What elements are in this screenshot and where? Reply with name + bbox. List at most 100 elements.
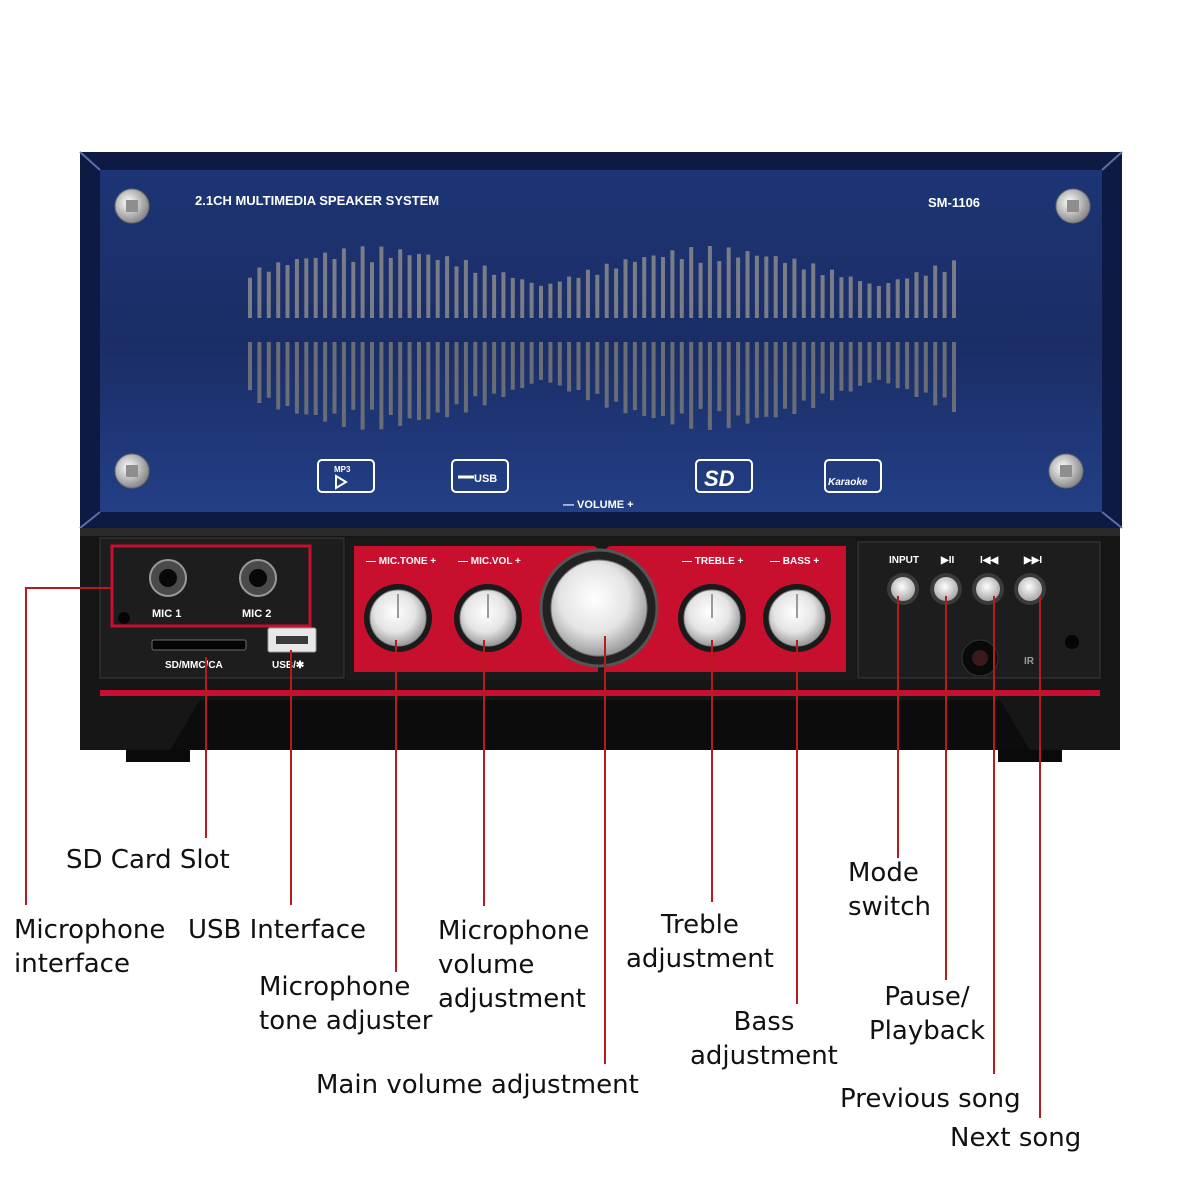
bass-knob[interactable] bbox=[763, 584, 831, 652]
waveform-bar bbox=[454, 266, 459, 318]
play-pause-button[interactable] bbox=[930, 573, 962, 605]
waveform-bar bbox=[604, 263, 609, 318]
waveform-bar bbox=[801, 342, 806, 401]
waveform-bar bbox=[557, 342, 562, 386]
waveform-bar bbox=[783, 262, 787, 318]
waveform-bar bbox=[435, 342, 440, 413]
waveform-bar bbox=[266, 342, 271, 398]
callout-sd-card-slot: SD Card Slot bbox=[66, 845, 230, 875]
previous-button[interactable] bbox=[972, 573, 1004, 605]
svg-text:USB: USB bbox=[474, 473, 497, 485]
mic-volume-knob[interactable] bbox=[454, 584, 522, 652]
waveform-bar bbox=[867, 342, 872, 383]
port-highlight-box bbox=[110, 544, 312, 628]
waveform-bar bbox=[914, 272, 919, 318]
waveform-bar bbox=[623, 342, 628, 414]
waveform-bar bbox=[388, 342, 393, 415]
waveform-bar bbox=[435, 259, 440, 318]
waveform-bar bbox=[294, 259, 299, 318]
waveform-bar bbox=[482, 342, 487, 406]
treble-knob[interactable] bbox=[678, 584, 746, 652]
mic2-jack[interactable] bbox=[239, 559, 277, 597]
mic1-jack[interactable] bbox=[149, 559, 187, 597]
model-number: SM-1106 bbox=[928, 195, 980, 210]
waveform-bar bbox=[398, 249, 403, 318]
waveform-bar bbox=[370, 342, 374, 410]
waveform-bar bbox=[905, 278, 910, 318]
karaoke-icon: Karaoke bbox=[824, 459, 882, 493]
usb-port[interactable] bbox=[267, 627, 317, 653]
waveform-bar bbox=[501, 342, 506, 397]
waveform-bar bbox=[323, 252, 328, 318]
waveform-bar bbox=[604, 342, 609, 408]
waveform-bar bbox=[661, 342, 665, 417]
waveform-bar bbox=[689, 342, 694, 429]
input-label: INPUT bbox=[889, 555, 919, 566]
waveform-bar bbox=[933, 265, 938, 318]
waveform-bar bbox=[839, 342, 844, 391]
waveform-bar bbox=[294, 342, 299, 414]
play-pause-label: ▶II bbox=[940, 555, 954, 566]
waveform-bar bbox=[257, 342, 262, 403]
waveform-bar bbox=[473, 342, 478, 397]
waveform-bar bbox=[285, 342, 290, 406]
waveform-bar bbox=[548, 283, 553, 318]
waveform-bar bbox=[736, 342, 741, 416]
waveform-bar bbox=[407, 342, 412, 419]
waveform-bar bbox=[736, 257, 741, 318]
main-volume-knob[interactable] bbox=[539, 548, 659, 668]
next-button[interactable] bbox=[1014, 573, 1046, 605]
svg-text:SD: SD bbox=[704, 466, 735, 491]
waveform-bar bbox=[661, 257, 665, 318]
callout-mic-volume-adjustment: Microphone volume adjustment bbox=[438, 916, 590, 1014]
sd-slot-label: SD/MMC/CA bbox=[165, 660, 223, 671]
previous-label: I◀◀ bbox=[980, 555, 998, 566]
waveform-bar bbox=[379, 246, 384, 318]
waveform-bar bbox=[510, 277, 515, 318]
waveform-bar bbox=[501, 272, 506, 318]
waveform-bar bbox=[595, 342, 600, 394]
waveform-bar bbox=[642, 342, 647, 417]
screw-icon bbox=[114, 453, 150, 489]
waveform-bar bbox=[679, 259, 684, 318]
screw-icon bbox=[1048, 453, 1084, 489]
waveform-bar bbox=[754, 342, 759, 418]
waveform-bar bbox=[614, 268, 619, 318]
waveform-bar bbox=[792, 342, 797, 414]
waveform-bar bbox=[520, 279, 525, 318]
waveform-bar bbox=[745, 251, 750, 318]
waveform-bar bbox=[445, 256, 450, 318]
waveform-bar bbox=[811, 342, 816, 409]
waveform-decoration bbox=[248, 246, 956, 430]
waveform-bar bbox=[379, 342, 384, 430]
input-button[interactable] bbox=[887, 573, 919, 605]
waveform-bar bbox=[567, 342, 572, 392]
callout-mode-switch: Mode switch bbox=[848, 858, 932, 922]
treble-label: — TREBLE + bbox=[682, 556, 744, 567]
sd-card-slot[interactable] bbox=[151, 639, 247, 651]
leader-lines bbox=[25, 587, 1041, 1118]
waveform-bar bbox=[820, 342, 825, 394]
waveform-bar bbox=[811, 263, 816, 318]
waveform-bar bbox=[876, 342, 881, 380]
waveform-bar bbox=[792, 258, 797, 318]
waveform-bar bbox=[585, 342, 590, 401]
waveform-bar bbox=[895, 279, 900, 318]
waveform-bar bbox=[867, 283, 872, 318]
callout-microphone-interface: Microphone interface bbox=[14, 915, 166, 979]
waveform-bar bbox=[952, 260, 956, 318]
callout-pause-playback: Pause/ Playback bbox=[869, 982, 986, 1046]
waveform-bar bbox=[304, 258, 309, 318]
waveform-bar bbox=[482, 265, 487, 318]
waveform-bar bbox=[576, 342, 581, 390]
mic-tone-knob[interactable] bbox=[364, 584, 432, 652]
svg-text:MP3: MP3 bbox=[334, 465, 351, 474]
callout-next-song: Next song bbox=[950, 1123, 1082, 1153]
waveform-bar bbox=[313, 257, 318, 318]
waveform-bar bbox=[764, 342, 769, 417]
waveform-bar bbox=[858, 342, 863, 386]
waveform-bar bbox=[858, 281, 863, 318]
waveform-bar bbox=[670, 250, 675, 318]
waveform-bar bbox=[801, 269, 806, 318]
